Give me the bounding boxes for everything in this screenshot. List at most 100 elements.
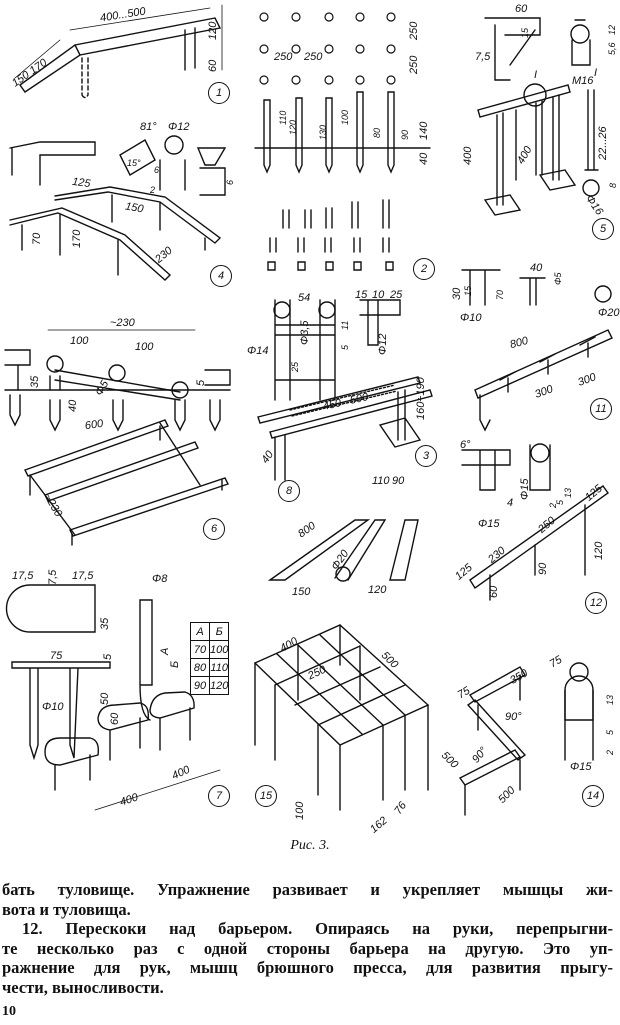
dim-label: 17,5 <box>72 570 94 582</box>
figure-number-15: 15 <box>255 785 277 807</box>
dim-label: 120 <box>207 21 219 40</box>
dim-label: 30 <box>451 287 463 300</box>
dim-label: 60 <box>109 712 121 725</box>
body-text: бать туловище. Упражнение развивает и ук… <box>2 880 613 997</box>
dim-label: 60 <box>515 3 528 15</box>
table-cell: 70 <box>190 640 210 659</box>
dim-label: 54 <box>298 292 311 304</box>
text-line: ражнение для рук, мышц брюшного пресса, … <box>2 958 613 977</box>
dim-label: 2 <box>605 749 615 755</box>
figure-caption: Рис. 3. <box>290 838 330 853</box>
text-line: чести, выносливости. <box>2 977 164 997</box>
dim-label: 120 <box>288 119 298 135</box>
dim-label: 90° <box>505 711 522 723</box>
dim-label: 90 <box>400 129 410 140</box>
dim-label: 250 <box>408 55 420 74</box>
dim-label: 35 <box>29 375 41 388</box>
dim-label: 250 <box>408 21 420 40</box>
dim-label: 10 <box>372 289 385 301</box>
dim-label: Φ15 <box>570 761 592 773</box>
figure-number-1: 1 <box>208 82 230 104</box>
dim-label: 70 <box>495 289 505 300</box>
dim-label: 70 <box>31 232 43 245</box>
dim-label: 60 <box>488 585 500 598</box>
drawing-lattice-15 <box>253 624 430 811</box>
dim-label: 120 <box>368 584 387 596</box>
dim-label: 5 <box>605 729 615 735</box>
dim-label: 7,5 <box>47 569 59 585</box>
dim-label: Φ15 <box>519 478 531 500</box>
dim-label: 150 <box>292 586 311 598</box>
dim-label: 17,5 <box>12 570 34 582</box>
dim-label: I <box>594 67 598 79</box>
dim-label: 125 <box>71 175 92 191</box>
table-header: Б <box>208 622 230 641</box>
table-cell: 120 <box>208 676 230 695</box>
text-line: бать туловище. Упражнение развивает и ук… <box>2 880 613 899</box>
figure-number-14: 14 <box>582 785 604 807</box>
figure-number-4: 4 <box>210 265 232 287</box>
dim-label: 110 <box>372 475 390 487</box>
dim-label: 400 <box>462 146 474 165</box>
dim-label: 6 <box>225 179 235 185</box>
dim-label: Φ15 <box>478 518 500 530</box>
figure-number-8: 8 <box>278 480 300 502</box>
dim-label: Φ3,5 <box>299 320 311 346</box>
dim-label: 50 <box>99 692 111 705</box>
dim-label: 100 <box>294 801 306 820</box>
dim-label: Φ12 <box>168 121 190 133</box>
figure-number-7: 7 <box>208 785 230 807</box>
table-cell: 90 <box>190 676 210 695</box>
figure-3-drawings: 400...500 150 170 120 60 1 125 150 230 7… <box>4 3 619 836</box>
dim-label: 15 <box>463 285 473 296</box>
dim-label: 5,6 <box>607 42 617 55</box>
dim-label: 15 <box>355 289 368 301</box>
dim-label: 7,5 <box>475 51 491 63</box>
figure-number-2: 2 <box>413 258 435 280</box>
dim-label: 130 <box>318 124 328 140</box>
dim-label: 250 <box>304 51 323 63</box>
table-header: А <box>190 622 210 641</box>
dim-label: Φ14 <box>247 345 269 357</box>
dim-label: Φ12 <box>377 333 389 355</box>
text-line: 12. Перескоки над барьером. Опираясь на … <box>22 919 613 938</box>
table-cell: 80 <box>190 658 210 677</box>
dim-label: 2 <box>150 185 156 195</box>
dim-label: 25 <box>390 289 403 301</box>
drawing-zigzag-beam-14 <box>458 662 594 816</box>
dim-label: 81° <box>140 121 157 133</box>
dim-label: 13 <box>563 487 573 498</box>
dim-label: 4 <box>507 497 514 509</box>
drawing-posts-grid-2 <box>254 12 431 271</box>
dim-label: 11 <box>340 320 350 330</box>
dim-label: 90 <box>537 562 549 575</box>
dim-label: 25 <box>290 361 300 372</box>
drawing-beam-1 <box>14 4 223 99</box>
drawing-horizontal-bar-5 <box>477 17 600 216</box>
dim-label: 250 <box>274 51 293 63</box>
dim-label: 60 <box>207 59 219 72</box>
figure-number-6: 6 <box>203 518 225 540</box>
dim-label: 140 <box>418 121 430 140</box>
dim-label: Φ10 <box>460 312 482 324</box>
dim-label: 100 <box>135 341 154 353</box>
dim-label: 22...26 <box>597 126 609 160</box>
text-line: те несколько раз с одной стороны барьера… <box>2 938 613 958</box>
drawing-stepping-stools-7 <box>5 584 221 811</box>
drawing-inclined-rail-12 <box>461 443 609 601</box>
dim-label: 40 <box>530 262 543 274</box>
drawing-inclined-planks-10 <box>267 519 419 582</box>
dim-label: 90 <box>392 475 405 487</box>
page-number: 10 <box>2 1004 16 1019</box>
dim-label: Φ8 <box>152 573 168 585</box>
dim-label: 80 <box>372 127 382 138</box>
dim-label: 35 <box>99 617 111 630</box>
text-line: вота и туловища. <box>2 899 131 919</box>
figure-number-5: 5 <box>592 218 614 240</box>
figure-number-12: 12 <box>585 592 607 614</box>
dim-label: 6° <box>460 439 471 451</box>
dim-label: I <box>534 69 538 81</box>
dim-label: 5 <box>195 379 207 386</box>
dim-label: Б <box>169 660 181 668</box>
dim-label: 2 <box>548 502 558 508</box>
